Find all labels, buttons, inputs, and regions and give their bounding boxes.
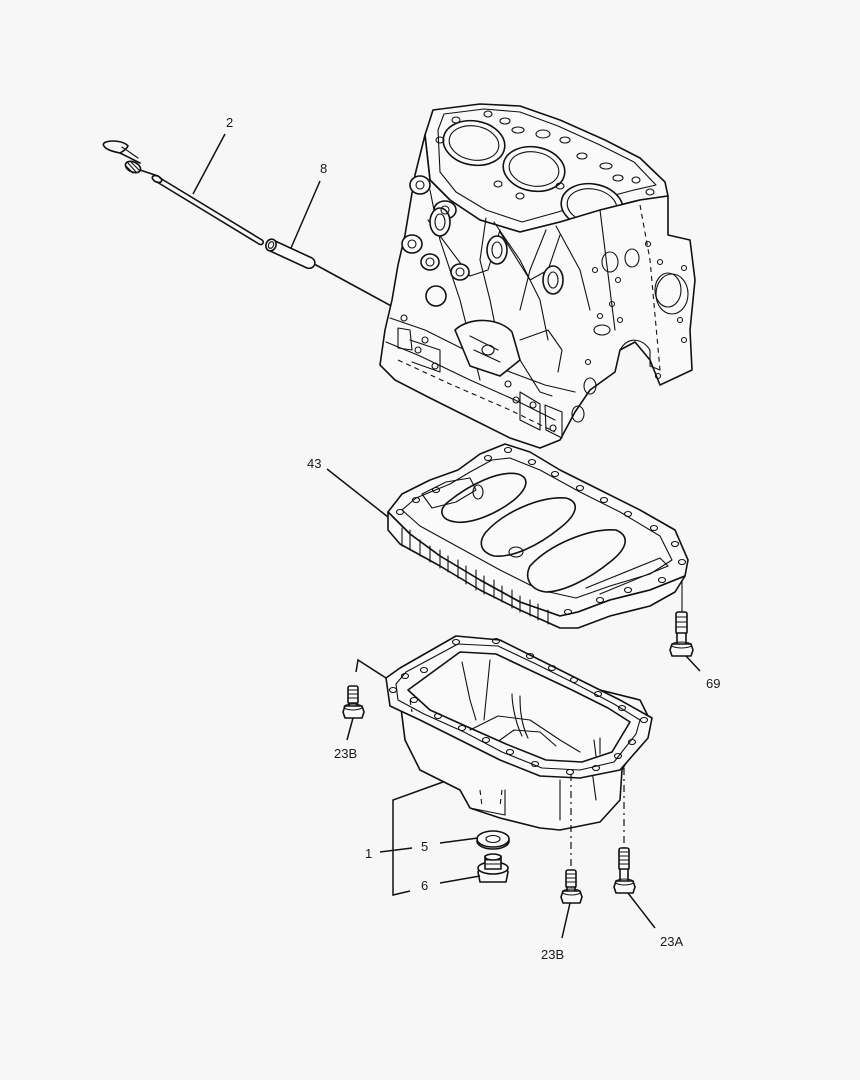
callout-23b-pan-bolt-bottom[interactable]: 23B [541,947,565,962]
pan-bolt-left-drawing [342,685,365,719]
callout-23a-pan-bolt-long[interactable]: 23A [660,934,684,949]
dipstick-drawing [102,140,265,246]
callout-43-oil-pan-adapter[interactable]: 43 [307,456,322,471]
cylinder-block-drawing [379,103,696,449]
adapter-bolt-drawing [669,581,694,657]
drain-plug-drawing [477,853,509,883]
oil-pan-drawing [385,635,653,866]
callout-6-drain-plug[interactable]: 6 [421,878,429,893]
callout-8-dipstick-tube[interactable]: 8 [320,161,328,176]
callout-2-dipstick[interactable]: 2 [226,115,234,130]
callout-69-adapter-bolt[interactable]: 69 [706,676,721,691]
drain-washer-drawing [476,830,510,850]
pan-bolt-long-drawing [613,847,636,894]
dipstick-tube-drawing [265,238,396,309]
callout-23b-pan-bolt-left[interactable]: 23B [334,746,358,761]
oil-pan-adapter-drawing [387,443,689,629]
leader-lines [192,133,701,939]
callout-5-drain-washer[interactable]: 5 [421,839,429,854]
pan-bolt-bottom-drawing [560,869,583,904]
callout-1-oil-pan[interactable]: 1 [365,846,373,861]
